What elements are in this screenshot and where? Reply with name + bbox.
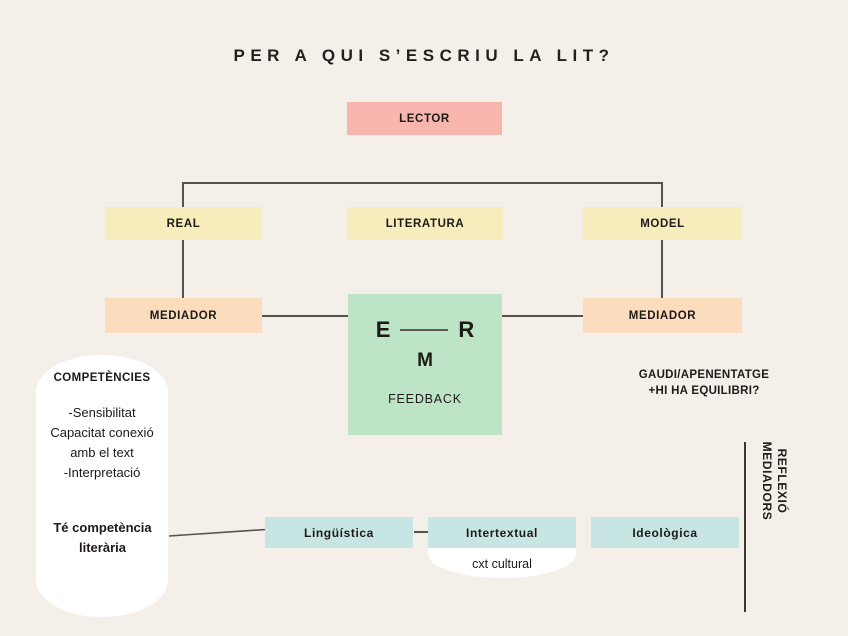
node-linguistica-label: Lingüística	[304, 525, 374, 540]
node-intertextual[interactable]: Intertextual	[428, 517, 576, 548]
node-mediador-left-label: MEDIADOR	[149, 309, 218, 322]
competencies-footer-line1: Té competència	[53, 520, 152, 535]
competencies-item-2: Capacitat conexió	[50, 425, 154, 440]
note-equilibrium-line1: GAUDI/APENENTATGE	[638, 369, 770, 381]
feedback-emitter-label: E	[375, 317, 391, 342]
cxt-cultural-label: cxt cultural	[472, 557, 532, 571]
connector-bracket-top	[182, 182, 663, 184]
connector-bracket-left	[182, 182, 184, 208]
node-feedback[interactable]: E R M FEEDBACK	[348, 294, 502, 435]
feedback-emitter-receiver-row: E R	[348, 317, 502, 343]
node-mediador-right-label: MEDIADOR	[628, 309, 697, 322]
node-model[interactable]: MODEL	[583, 207, 742, 240]
feedback-message-label: M	[417, 350, 433, 371]
reflection-axis-line	[744, 442, 746, 612]
competencies-item-1: -Sensibilitat	[68, 405, 136, 420]
node-intertextual-label: Intertextual	[466, 525, 538, 540]
competencies-footer-line2: literària	[79, 540, 126, 555]
node-ideologica-label: Ideològica	[632, 525, 698, 540]
connector-real-to-mediador	[182, 240, 184, 299]
note-equilibrium-line2: +HI HA EQUILIBRI?	[648, 385, 760, 397]
reflection-axis-label: REFLEXIÓ MEDIADORS	[760, 411, 789, 551]
connector-linguistica-to-intertextual	[414, 531, 428, 533]
reflection-axis-line1: REFLEXIÓ	[775, 448, 789, 514]
connector-feedback-to-mediador-right	[501, 315, 585, 317]
node-real-label: REAL	[166, 217, 201, 230]
reflection-axis-line2: MEDIADORS	[760, 441, 774, 521]
node-literatura-label: LITERATURA	[385, 217, 465, 230]
competencies-footer: Té competència literària	[30, 518, 175, 558]
competencies-item-4: -Interpretació	[63, 465, 141, 480]
node-mediador-right[interactable]: MEDIADOR	[583, 298, 742, 333]
connector-model-to-mediador	[661, 240, 663, 299]
node-model-label: MODEL	[640, 217, 685, 230]
feedback-caption: FEEDBACK	[388, 392, 462, 406]
node-real[interactable]: REAL	[105, 207, 262, 240]
node-mediador-left[interactable]: MEDIADOR	[105, 298, 262, 333]
node-linguistica[interactable]: Lingüística	[265, 517, 413, 548]
page-title: PER A QUI S’ESCRIU LA LIT?	[233, 46, 615, 65]
node-ideologica[interactable]: Ideològica	[591, 517, 739, 548]
competencies-title: COMPETÈNCIES	[53, 372, 151, 384]
node-literatura[interactable]: LITERATURA	[347, 207, 503, 240]
connector-bracket-right	[661, 182, 663, 208]
feedback-receiver-label: R	[458, 317, 475, 342]
competencies-panel[interactable]	[36, 355, 168, 617]
node-lector-label: LECTOR	[399, 112, 450, 125]
competencies-list: -Sensibilitat Capacitat conexió amb el t…	[26, 403, 178, 483]
feedback-channel-line	[400, 329, 449, 331]
connector-mediador-left-to-feedback	[261, 315, 350, 317]
note-equilibrium: GAUDI/APENENTATGE +HI HA EQUILIBRI?	[604, 367, 804, 399]
node-lector[interactable]: LECTOR	[347, 102, 502, 135]
connector-competencies-to-linguistica	[169, 528, 266, 537]
competencies-item-3: amb el text	[70, 445, 134, 460]
